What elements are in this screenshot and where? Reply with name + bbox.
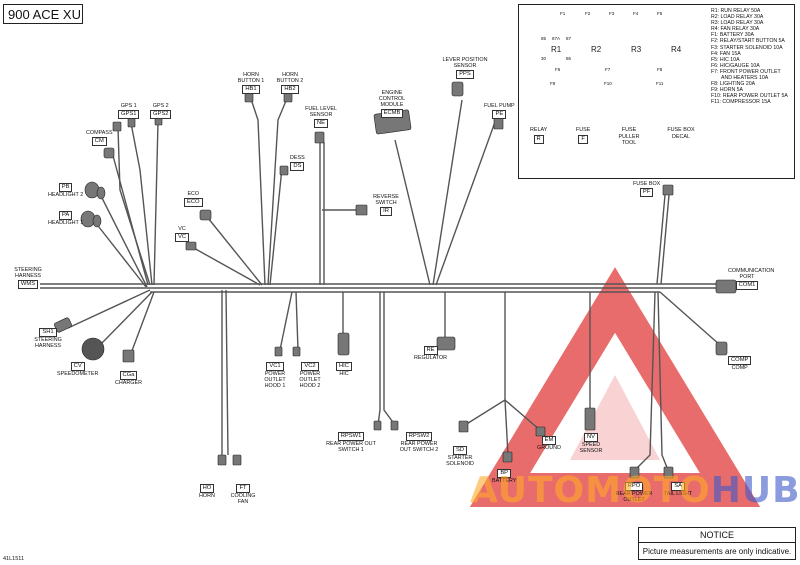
fuse-f9: F9 xyxy=(550,81,556,86)
relay-r1: R1 xyxy=(551,45,562,54)
page-title: 900 ACE XU xyxy=(3,4,83,24)
fuse-f2: F2 xyxy=(585,11,591,16)
tool-fuse-box-decal: FUSE BOX DECAL xyxy=(667,127,695,140)
pin-label: 87A xyxy=(552,36,561,41)
watermark-text: AUTOMOTOHUB xyxy=(470,470,800,511)
pin-label: 87 xyxy=(566,36,572,41)
fuse-f5: F5 xyxy=(657,11,663,16)
notice-box: NOTICE Picture measurements are only ind… xyxy=(638,527,796,560)
relay-r3: R3 xyxy=(631,45,642,54)
wire-bundles xyxy=(40,95,722,471)
pin-label: 86 xyxy=(566,56,572,61)
fuse-f4: F4 xyxy=(633,11,639,16)
fuse-f1: F1 xyxy=(560,11,566,16)
pin-label: 85 xyxy=(541,36,547,41)
fuse-f7: F7 xyxy=(605,67,611,72)
relay-r2: R2 xyxy=(591,45,602,54)
fuse-f10: F10 xyxy=(604,81,612,86)
fuse-box-legend xyxy=(518,4,795,179)
notice-text: Picture measurements are only indicative… xyxy=(642,547,792,556)
tool-fuse-puller: FUSE PULLER TOOL xyxy=(618,127,640,146)
fuse-f3: F3 xyxy=(609,11,615,16)
notice-heading: NOTICE xyxy=(639,528,795,543)
fuse-f11: F11 xyxy=(656,81,664,86)
pin-label: 30 xyxy=(541,56,547,61)
relay-r4: R4 xyxy=(671,45,682,54)
fuse-f8: F8 xyxy=(657,67,663,72)
fuse-f6: F6 xyxy=(555,67,561,72)
document-number: 41L1511 xyxy=(3,556,25,562)
watermark-logo xyxy=(469,267,761,507)
fuse-relay-list: R1: RUN RELAY 50A R2: LOAD RELAY 30A R3:… xyxy=(711,8,788,106)
